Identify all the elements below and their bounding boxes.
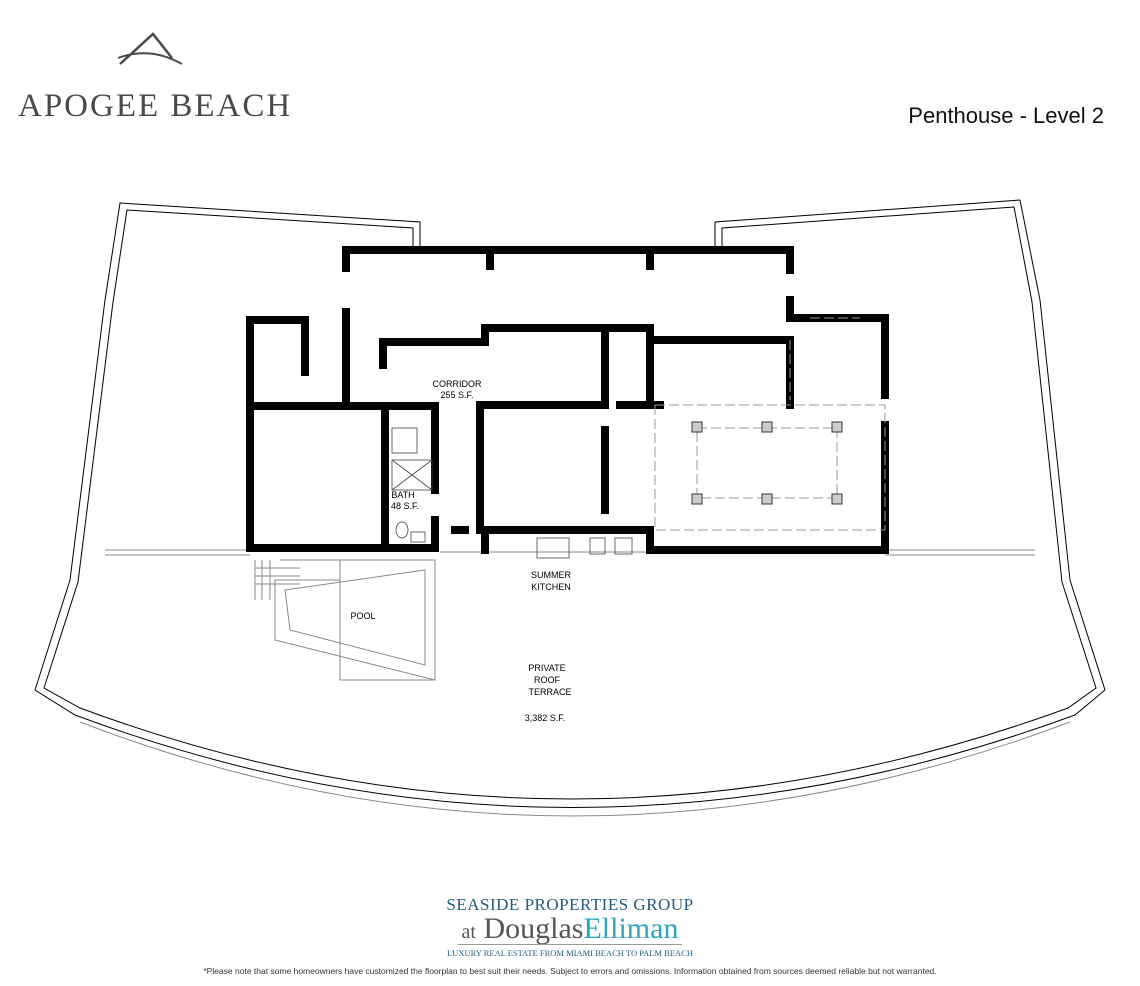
mountain-wave-icon <box>117 32 183 65</box>
footer-tagline: LUXURY REAL ESTATE FROM MIAMI BEACH TO P… <box>446 948 693 958</box>
footer-douglas: Douglas <box>483 912 584 945</box>
terrace-label-1: PRIVATE <box>528 663 565 673</box>
disclaimer: *Please note that some homeowners have c… <box>203 966 937 976</box>
terrace-area: 3,382 S.F. <box>525 713 566 723</box>
corridor-label: CORRIDOR <box>433 379 482 389</box>
floor-plan: CORRIDOR 255 S.F. BATH 48 S.F. SUMMER KI… <box>34 199 1106 817</box>
summer-kitchen-label-1: SUMMER <box>531 570 571 580</box>
footer-group-name: SEASIDE PROPERTIES GROUP <box>446 895 694 914</box>
brand-name: APOGEE BEACH <box>18 88 293 124</box>
summer-kitchen-label-2: KITCHEN <box>531 582 571 592</box>
terrace-edge <box>105 549 1035 681</box>
bath-area: 48 S.F. <box>391 501 419 511</box>
pool-label: POOL <box>350 611 375 621</box>
bath-label: BATH <box>391 490 414 500</box>
pergola <box>654 317 886 531</box>
terrace-label-2: ROOF <box>534 675 561 685</box>
footer-elliman: Elliman <box>583 912 679 945</box>
footer-douglas-elliman-logo: at DouglasElliman <box>0 912 1140 946</box>
page-title: Penthouse - Level 2 <box>908 103 1104 128</box>
terrace-outline <box>34 199 1106 817</box>
footer-at: at <box>461 921 476 943</box>
terrace-label-3: TERRACE <box>528 687 571 697</box>
columns <box>691 421 843 505</box>
footer-divider <box>458 944 682 945</box>
fixtures <box>391 427 633 559</box>
corridor-area: 255 S.F. <box>440 390 473 400</box>
